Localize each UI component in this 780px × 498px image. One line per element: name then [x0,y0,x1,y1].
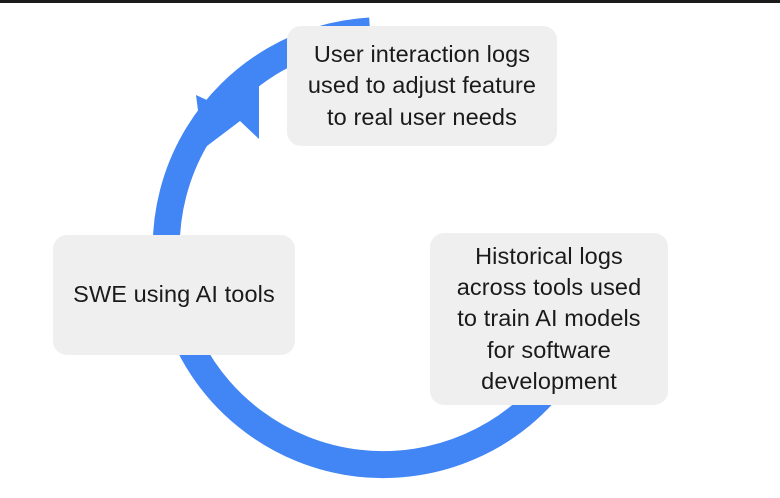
node-right-label: Historical logs across tools used to tra… [456,242,642,394]
node-swe-using-ai-tools[interactable]: SWE using AI tools [53,235,295,355]
cycle-arrowhead [196,82,259,149]
arrowhead-shape [196,82,259,149]
node-user-interaction-logs[interactable]: User interaction logs used to adjust fea… [287,26,557,146]
node-top-label: User interaction logs used to adjust fea… [307,41,537,130]
node-historical-logs[interactable]: Historical logs across tools used to tra… [430,233,668,405]
node-left-label: SWE using AI tools [73,281,275,308]
